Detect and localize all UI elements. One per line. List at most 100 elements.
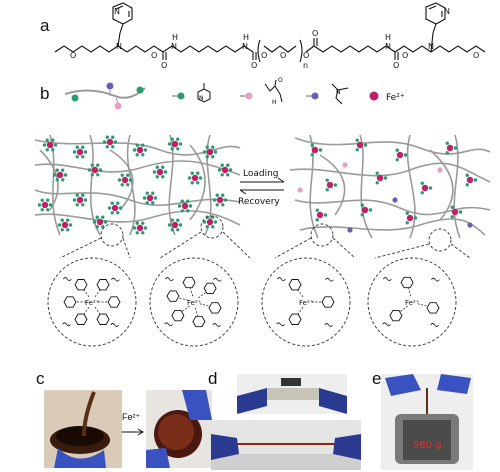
svg-text:O: O [161, 61, 167, 70]
ligand-node-icon [81, 193, 85, 197]
ligand-node-icon [96, 163, 100, 167]
iron-ion-icon [369, 91, 379, 101]
ligand-node-icon [202, 220, 207, 224]
ligand-node-icon [113, 140, 118, 144]
ligand-node-icon [226, 173, 230, 177]
ligand-node-icon [61, 168, 65, 172]
iron-ion-icon [41, 201, 49, 209]
ligand-node-icon [118, 206, 123, 210]
svg-text:H: H [272, 99, 277, 106]
iron-ion-icon [91, 166, 99, 174]
ligand-node-icon [128, 178, 133, 182]
ligand-node-icon [360, 203, 364, 207]
ligand-node-icon [111, 135, 115, 139]
iron-ion-icon [316, 211, 324, 219]
panel-label-e: e [372, 369, 382, 388]
ligand-node-icon [60, 228, 64, 232]
ligand-node-icon [403, 153, 408, 157]
iron-ion-icon [451, 208, 459, 216]
ligand-node-icon [51, 138, 55, 142]
ligand-node-icon [178, 142, 183, 146]
recovery-label: Recovery [238, 197, 280, 207]
svg-text:O: O [473, 51, 479, 60]
ligand-node-icon [473, 178, 478, 182]
ligand-node-icon [141, 221, 145, 225]
ligand-node-icon [395, 158, 399, 162]
ligand-node-icon [355, 148, 359, 152]
svg-text:O: O [251, 61, 257, 70]
photo-c-left [44, 390, 122, 468]
ligand-node-icon [72, 198, 77, 202]
ligand-node-icon [105, 135, 109, 139]
ligand-node-icon [141, 231, 145, 235]
ligand-node-icon [95, 215, 99, 219]
ligand-node-icon [325, 178, 329, 182]
iron-ion-icon [221, 166, 229, 174]
ligand-node-icon [310, 153, 314, 157]
iron-ion-icon [146, 194, 154, 202]
zoom-circle [261, 257, 351, 347]
ligand-node-icon [178, 223, 183, 227]
ligand-node-icon [95, 225, 99, 229]
ligand-node-icon [360, 213, 364, 217]
ligand-node-icon [383, 176, 388, 180]
iron-ion-icon [61, 221, 69, 229]
iron-ion-icon [466, 176, 474, 184]
ligand-node-icon [107, 206, 112, 210]
ligand-node-icon [83, 198, 88, 202]
ligand-node-icon [110, 201, 114, 205]
iron-ion-icon [446, 144, 454, 152]
ligand-node-icon [310, 143, 314, 147]
ligand-node-icon [117, 178, 122, 182]
iron-ion-icon [216, 196, 224, 204]
ligand-node-icon [57, 223, 62, 227]
ligand-node-icon [87, 168, 92, 172]
svg-text:O: O [70, 51, 76, 60]
pyridine-node-icon [106, 82, 114, 90]
ligand-node-icon [420, 181, 424, 185]
ligand-node-icon [215, 203, 219, 207]
ligand-node-icon [205, 225, 209, 229]
ligand-node-icon [116, 201, 120, 205]
iron-ion-icon [396, 151, 404, 159]
ligand-node-icon [325, 188, 329, 192]
ligand-node-icon [176, 218, 180, 222]
ligand-node-icon [205, 155, 209, 159]
svg-text:O: O [280, 51, 286, 60]
ligand-node-icon [92, 220, 97, 224]
ligand-node-icon [63, 173, 68, 177]
svg-text:N: N [428, 42, 434, 51]
ligand-node-icon [116, 211, 120, 215]
ligand-node-icon [145, 201, 149, 205]
ligand-node-icon [223, 198, 228, 202]
ligand-node-icon [90, 173, 94, 177]
svg-text:N: N [114, 7, 120, 16]
svg-text:O: O [303, 51, 309, 60]
iron-ion-icon [181, 202, 189, 210]
iron-ion-icon [171, 221, 179, 229]
ligand-node-icon [163, 170, 168, 174]
ligand-node-icon [217, 168, 222, 172]
ligand-node-icon [413, 216, 418, 220]
zoom-circle [47, 257, 137, 347]
ligand-node-icon [46, 198, 50, 202]
ligand-node-icon [167, 142, 172, 146]
ligand-node-icon [103, 220, 108, 224]
ligand-node-icon [453, 146, 458, 150]
ligand-node-icon [135, 221, 139, 225]
ligand-node-icon [405, 221, 409, 225]
ligand-node-icon [170, 228, 174, 232]
svg-text:H: H [172, 33, 178, 42]
ligand-node-icon [53, 143, 58, 147]
svg-text:Fe²⁺: Fe²⁺ [187, 299, 202, 307]
pyridine-node-icon [467, 222, 473, 228]
ligand-node-icon [395, 148, 399, 152]
svg-text:H: H [243, 33, 249, 42]
pyridine-node-icon [347, 227, 353, 233]
svg-text:O: O [261, 51, 267, 60]
ligand-node-icon [221, 203, 225, 207]
chemical-structure: O N N O O H N H N O O O n O O N H O O N … [54, 2, 486, 70]
ligand-node-icon [145, 191, 149, 195]
ligand-node-icon [315, 218, 319, 222]
ligand-node-icon [170, 137, 174, 141]
